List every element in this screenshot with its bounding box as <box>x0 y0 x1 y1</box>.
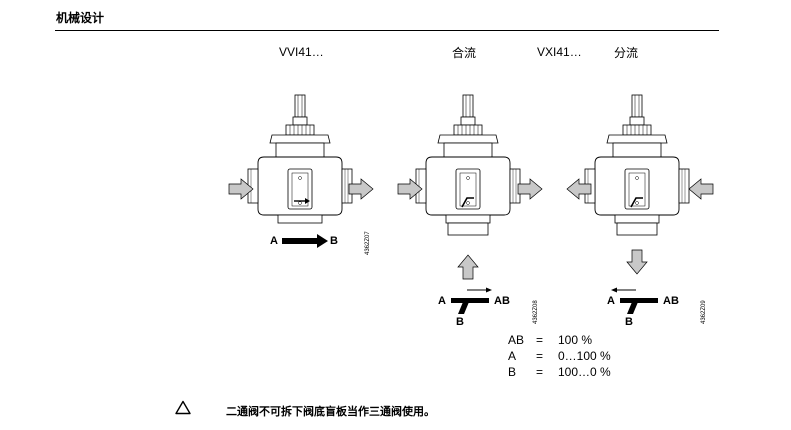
flow-value: 100 % <box>558 333 593 347</box>
valve-2-port-a: A <box>438 295 446 307</box>
valve-3-model: VXI41… <box>537 45 582 59</box>
valve-2-mode: 合流 <box>452 46 477 60</box>
flow-sign: = <box>536 333 544 347</box>
flow-port: A <box>508 349 517 363</box>
valve-2-drawing-code: 4362Z08 <box>533 300 539 324</box>
valve-1-port-a: A <box>270 235 278 247</box>
valve-3-port-a: A <box>607 295 615 307</box>
valve-1-model: VVI41… <box>279 45 324 59</box>
valve-1-port-b: B <box>330 235 338 247</box>
valve-3 <box>566 94 714 314</box>
valve-2-port-b: B <box>456 316 464 328</box>
warning-note: 二通阀不可拆下阀底盲板当作三通阀使用。 <box>226 405 435 418</box>
valve-3-port-b: B <box>625 316 633 328</box>
flow-value: 0…100 % <box>558 349 611 363</box>
header-divider <box>55 30 719 31</box>
valve-2-port-ab: AB <box>494 295 510 307</box>
valve-1-drawing-code: 4362Z07 <box>365 231 371 255</box>
page-title: 机械设计 <box>56 11 105 25</box>
flow-port: B <box>508 365 517 379</box>
flow-port: AB <box>508 333 525 347</box>
valve-3-port-ab: AB <box>663 295 679 307</box>
flow-value: 100…0 % <box>558 365 611 379</box>
warning-triangle-icon <box>175 400 191 415</box>
valve-3-mode: 分流 <box>614 46 639 60</box>
valve-3-drawing-code: 4362Z09 <box>701 300 707 324</box>
flow-sign: = <box>536 365 544 379</box>
valve-1 <box>228 94 374 248</box>
valve-2 <box>397 94 543 314</box>
flow-sign: = <box>536 349 544 363</box>
